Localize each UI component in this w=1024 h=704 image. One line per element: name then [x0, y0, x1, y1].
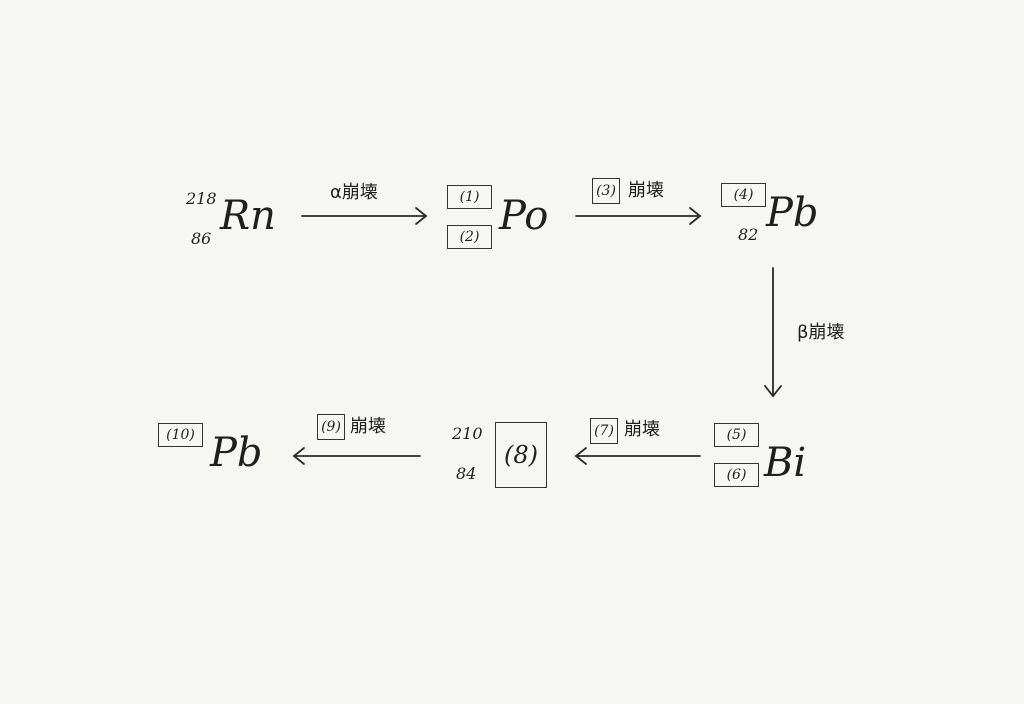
blank-box-10: (10)	[158, 423, 203, 447]
arrow-8-to-pb	[292, 447, 421, 465]
x8-atomic-number: 84	[456, 464, 477, 483]
rn-mass-number: 218	[186, 189, 217, 208]
pb-atomic-number: 82	[738, 225, 759, 244]
decay-label-5: 崩壊	[350, 416, 386, 437]
pb-symbol-82: Pb	[766, 190, 819, 236]
blank-box-2: (2)	[447, 225, 492, 249]
blank-box-8: (8)	[495, 422, 547, 488]
blank-box-6: (6)	[714, 463, 759, 487]
blank-box-5: (5)	[714, 423, 759, 447]
x8-mass-number: 210	[452, 424, 483, 443]
decay-label-4: 崩壊	[624, 419, 660, 440]
rn-symbol: Rn	[220, 193, 276, 239]
decay-label-2: 崩壊	[628, 180, 664, 201]
arrow-rn-to-po	[301, 207, 428, 225]
arrow-po-to-pb	[575, 207, 702, 225]
decay-label-1: α崩壊	[330, 182, 378, 203]
arrow-pb-to-bi	[764, 267, 782, 398]
arrow-bi-to-8	[574, 447, 701, 465]
rn-atomic-number: 86	[191, 229, 212, 248]
blank-box-3: (3)	[592, 178, 620, 204]
blank-box-7: (7)	[590, 418, 618, 444]
bi-symbol: Bi	[764, 440, 807, 486]
blank-box-1: (1)	[447, 185, 492, 209]
po-symbol: Po	[499, 193, 549, 239]
decay-label-3: β崩壊	[797, 322, 845, 343]
blank-box-4: (4)	[721, 183, 766, 207]
pb-symbol-final: Pb	[210, 430, 263, 476]
blank-box-9: (9)	[317, 414, 345, 440]
